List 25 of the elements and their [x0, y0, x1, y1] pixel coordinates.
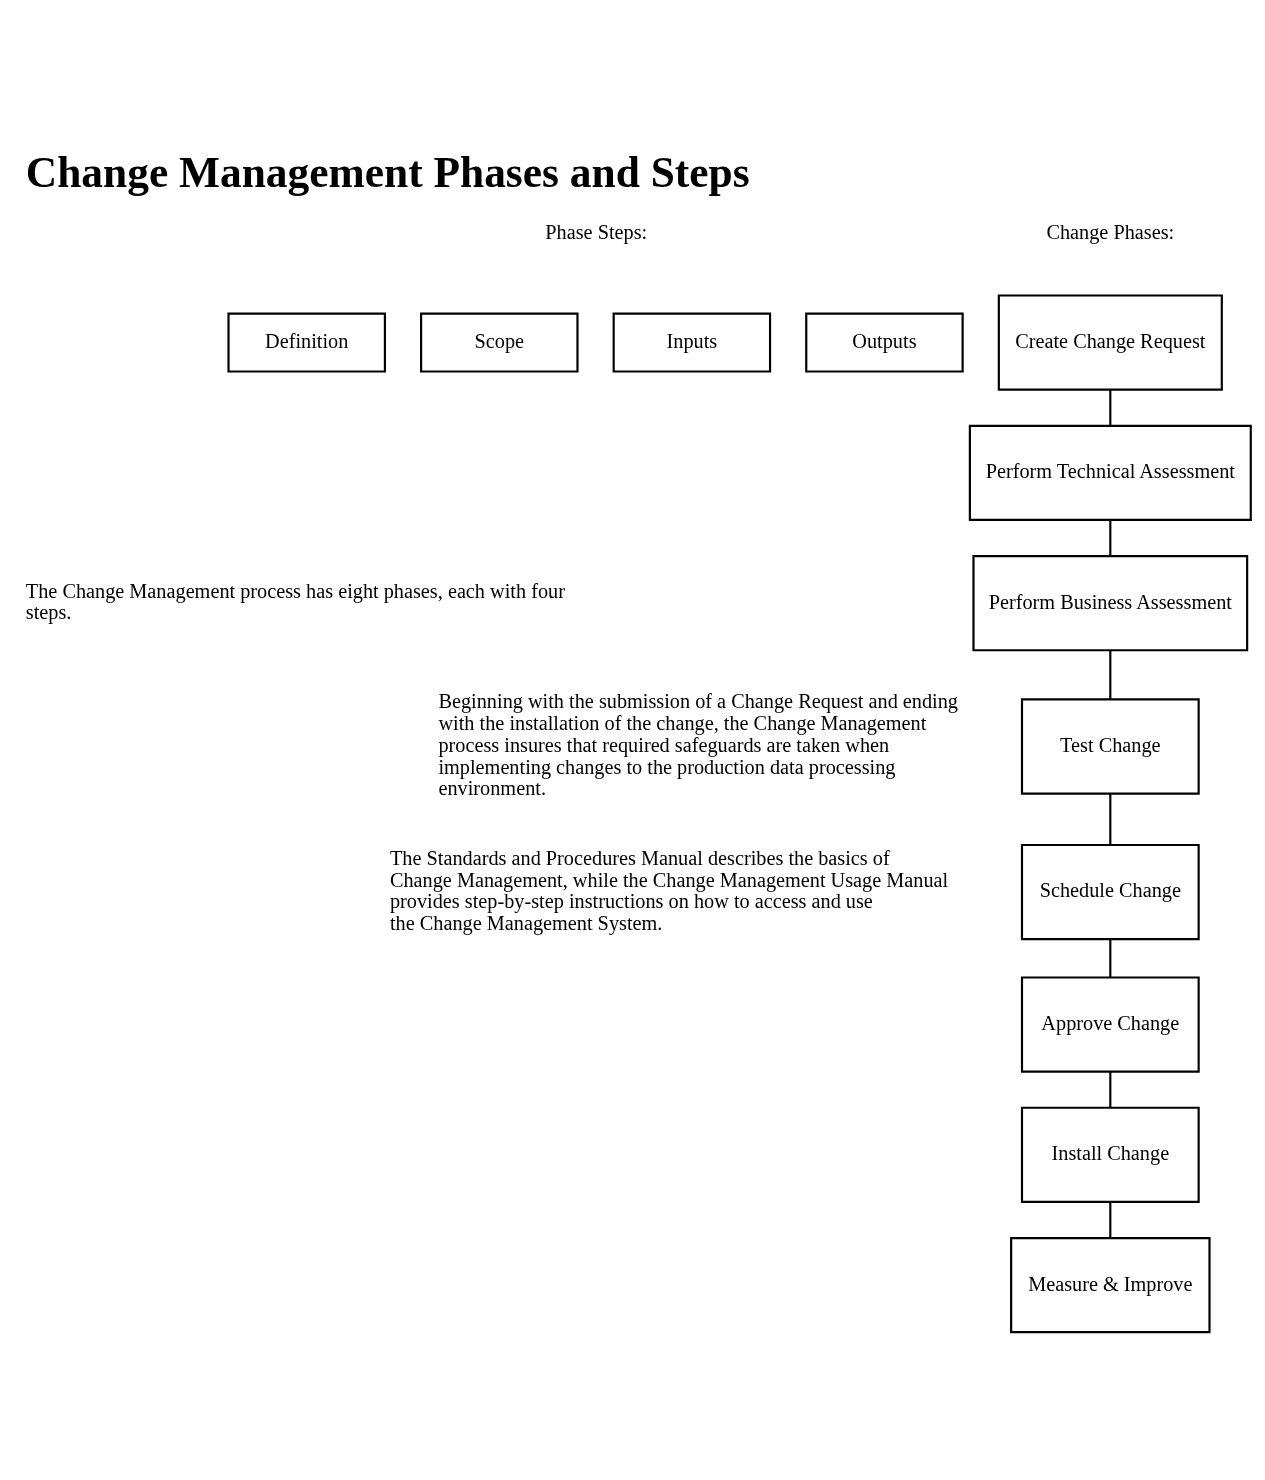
node-box: Approve Change — [1020, 976, 1200, 1073]
label: The Change Management process has eight phases, each with four steps. — [25, 579, 565, 624]
node-box: Perform Technical Assessment — [968, 424, 1252, 521]
node-box: Schedule Change — [1020, 843, 1200, 941]
node-box: Scope — [420, 312, 579, 373]
connector — [1109, 390, 1112, 426]
node-box: Create Change Request — [997, 294, 1223, 391]
connector — [1109, 1202, 1112, 1238]
node-box: Inputs — [612, 312, 772, 373]
connector — [1109, 520, 1112, 556]
label: Beginning with the submission of a Change Request and ending with the installation of the change, the Change Management process insures that required safeguards are taken when implementing changes to the production data processing environment. — [438, 690, 959, 800]
label: Phase Steps: — [545, 220, 648, 243]
diagram-title: Change Management Phases and Steps — [25, 147, 750, 196]
label: Change Phases: — [1046, 220, 1175, 243]
node-box: Install Change — [1020, 1106, 1200, 1203]
label: The Standards and Procedures Manual describes the basics of Change Management, while the Change Management Usage Manual provides step-by-step instructions on how to access and use the Change Management System. — [389, 846, 949, 934]
node-box: Perform Business Assessment — [972, 555, 1249, 652]
node-box: Outputs — [805, 312, 964, 373]
node-box: Test Change — [1020, 698, 1200, 795]
connector — [1109, 939, 1112, 978]
node-box: Definition — [227, 312, 386, 373]
connector — [1109, 1071, 1112, 1108]
connector — [1109, 650, 1112, 700]
node-box: Measure & Improve — [1010, 1237, 1211, 1334]
connector — [1109, 793, 1112, 845]
